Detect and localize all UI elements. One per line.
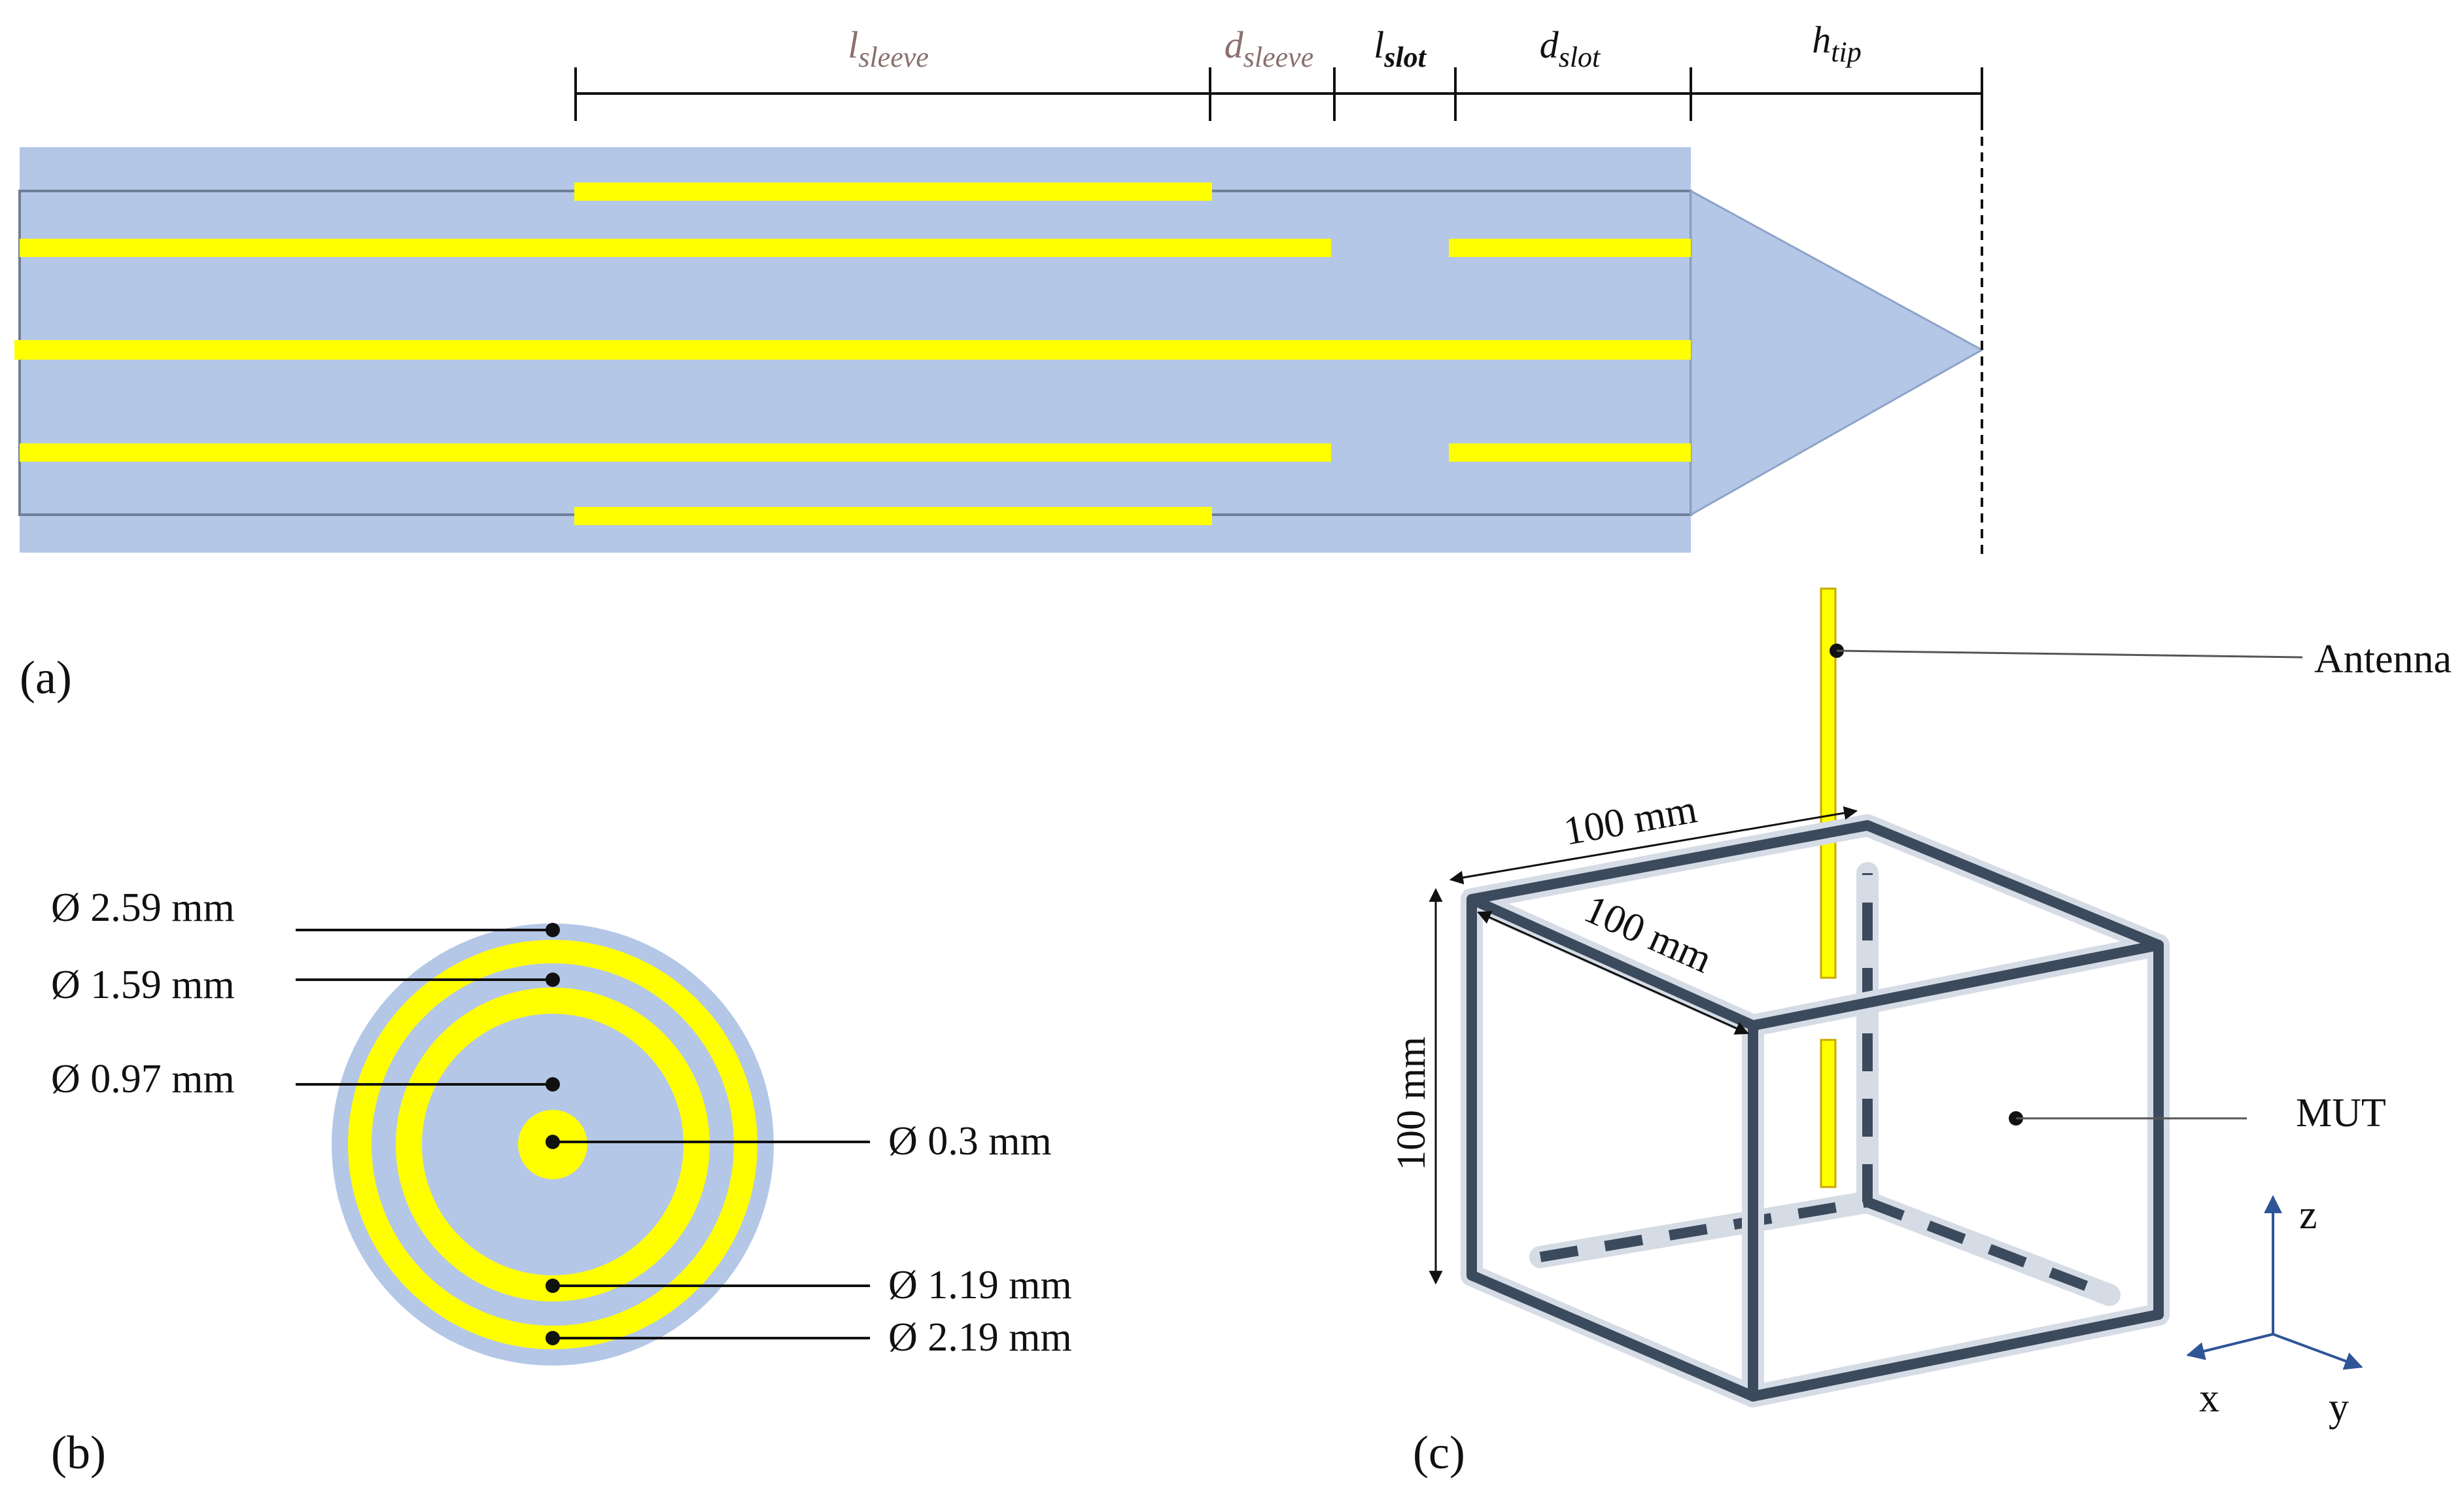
outer-conductor-top-after-slot — [1449, 239, 1691, 257]
dim-label-h-tip: htip — [1812, 18, 1861, 68]
leader-dot — [546, 1279, 560, 1293]
dim-label-d-slot: dslot — [1540, 24, 1601, 73]
panel-c-label: (c) — [1413, 1426, 1465, 1479]
diameter-label: Ø 2.19 mm — [888, 1315, 1072, 1360]
antenna-leader-line — [1836, 649, 2303, 659]
diameter-label: Ø 0.3 mm — [888, 1119, 1052, 1163]
outer-conductor-bottom — [20, 443, 1331, 462]
antenna-tip — [1690, 189, 1985, 517]
outer-conductor-top — [20, 239, 1331, 257]
z-axis-label: z — [2299, 1193, 2317, 1237]
x-axis-arrow — [2186, 1333, 2274, 1360]
dim-arrow-width — [1449, 806, 1858, 885]
x-axis-label: x — [2199, 1376, 2219, 1421]
panel-b-label: (b) — [51, 1426, 106, 1479]
coordinate-axes: z x y — [2186, 1193, 2363, 1430]
inner-conductor — [14, 340, 1691, 360]
y-axis-arrow — [2272, 1333, 2363, 1370]
antenna-rod-lower — [1820, 1039, 1837, 1188]
leader-dot — [546, 1331, 560, 1345]
antenna-label: Antenna — [2314, 637, 2452, 681]
dim-label-l-sleeve: lsleeve — [848, 24, 929, 73]
leader-dot — [546, 973, 560, 987]
mut-label: MUT — [2296, 1091, 2386, 1135]
panel-a-label: (a) — [20, 651, 72, 704]
y-axis-label: y — [2329, 1385, 2349, 1430]
panel-a: lsleeve dsleeve lslot dslot htip (a) — [14, 18, 1985, 704]
box-edge-halo — [1461, 814, 2170, 1407]
dim-label-width: 100 mm — [1561, 787, 1701, 854]
sleeve-conductor-top — [574, 182, 1212, 201]
box-hidden-edges — [1529, 862, 2121, 1306]
diameter-label: Ø 2.59 mm — [51, 886, 235, 930]
diameter-label: Ø 1.59 mm — [51, 963, 235, 1007]
diameter-label: Ø 1.19 mm — [888, 1263, 1072, 1307]
dim-label-d-sleeve: dsleeve — [1224, 24, 1313, 73]
sleeve-conductor-bottom — [574, 507, 1212, 525]
dim-arrow-depth — [1477, 911, 1749, 1035]
leader-dot — [546, 1077, 560, 1092]
leader-dot — [546, 923, 560, 937]
leader-dot — [546, 1135, 560, 1149]
diameter-label: Ø 0.97 mm — [51, 1057, 235, 1101]
panel-b: Ø 2.59 mm Ø 1.59 mm Ø 0.97 mm Ø 0.3 mm Ø… — [51, 886, 1072, 1479]
dim-label-height: 100 mm — [1389, 1037, 1434, 1171]
outer-conductor-bottom-after-slot — [1449, 443, 1691, 462]
panel-c: Antenna MUT 100 mm 100 mm 100 mm z x y (… — [1389, 587, 2452, 1479]
dim-label-l-slot: lslot — [1374, 24, 1427, 73]
